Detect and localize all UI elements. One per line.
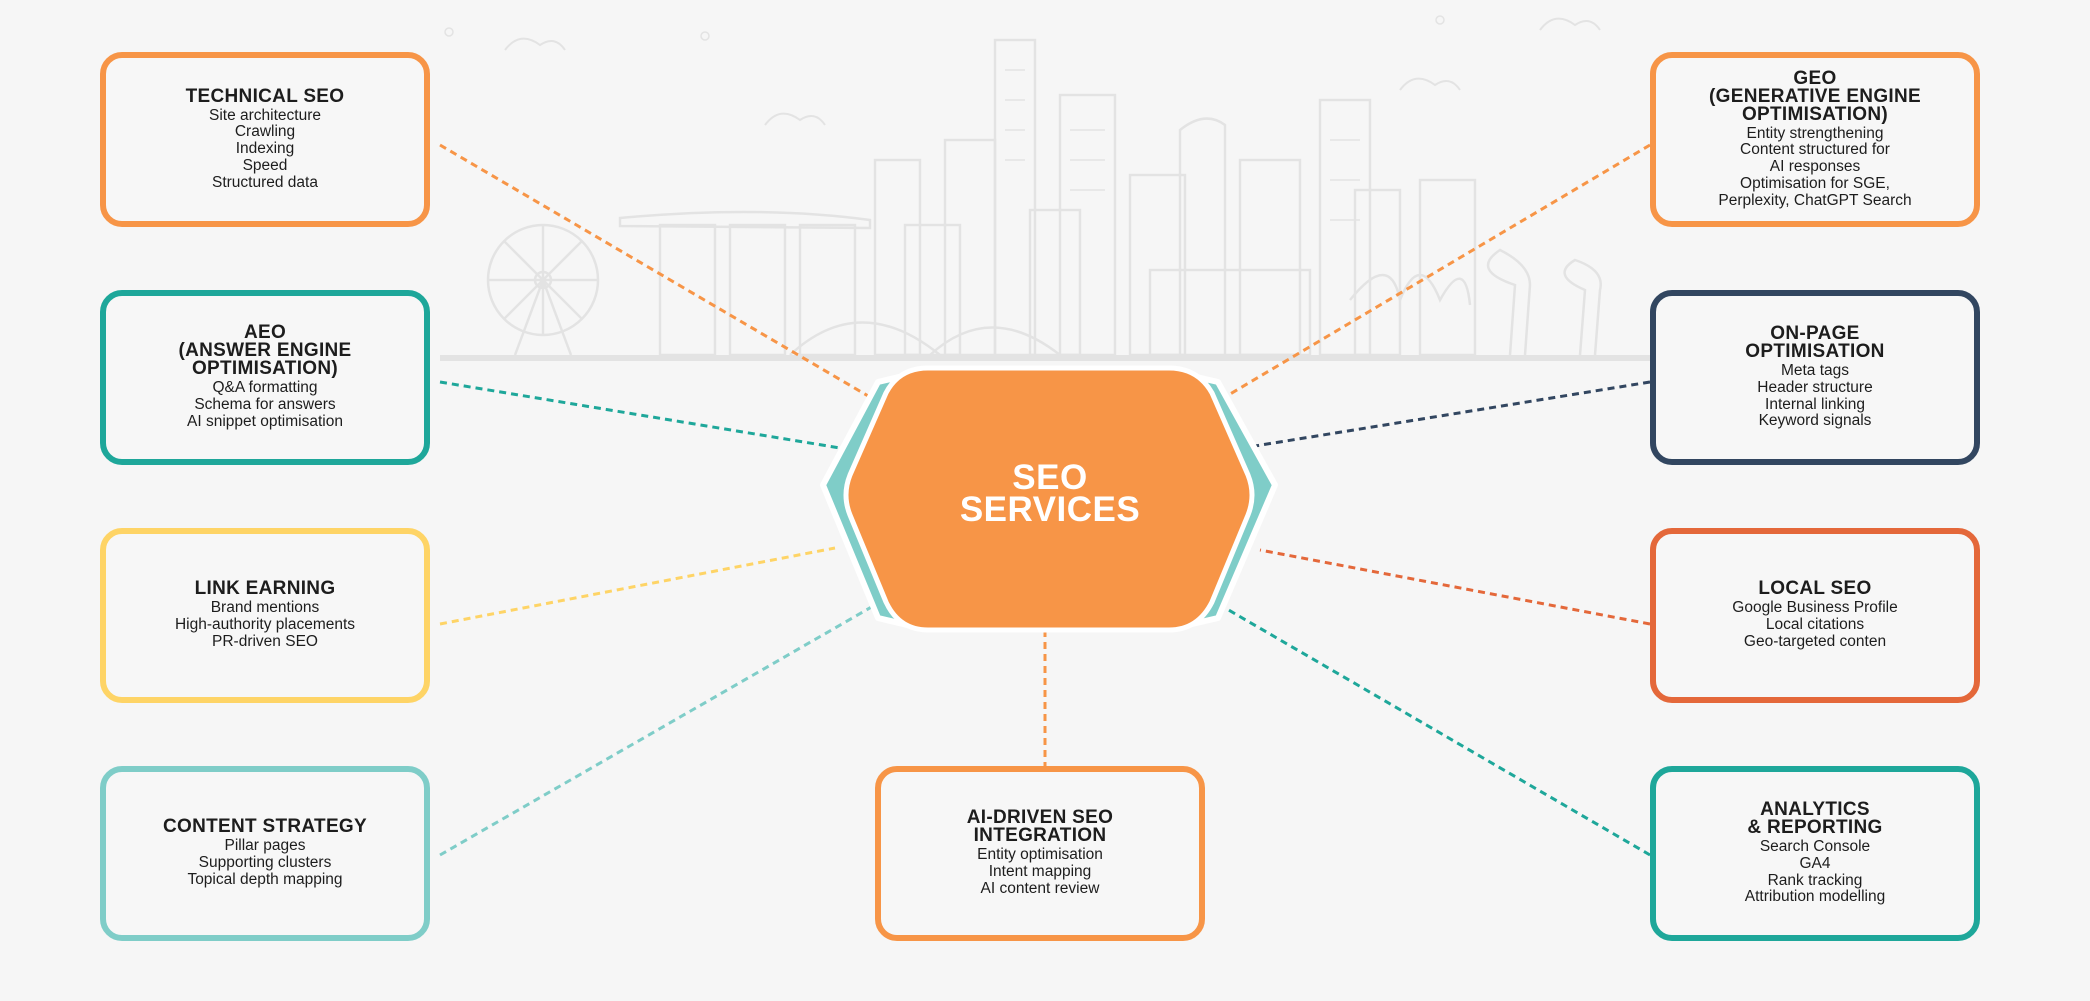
card-aeo: AEO (ANSWER ENGINE OPTIMISATION) Q&A for… — [100, 290, 430, 465]
card-title: AI-DRIVEN SEO INTEGRATION — [966, 807, 1114, 847]
card-title: GEO (GENERATIVE ENGINE OPTIMISATION) — [1709, 67, 1921, 125]
connector-geo — [1219, 143, 1651, 402]
card-technical-seo: TECHNICAL SEO Site architecture Crawling… — [100, 52, 430, 227]
card-item: Header structure — [1757, 378, 1873, 396]
card-item: Rank tracking — [1767, 871, 1863, 889]
hub-title-line1: SEO — [1012, 458, 1088, 497]
card-item: AI responses — [1769, 158, 1861, 176]
card-item: Intent mapping — [988, 863, 1092, 881]
card-item: Supporting clusters — [198, 854, 332, 872]
hub-title: SEO SERVICES — [900, 458, 1200, 529]
card-geo: GEO (GENERATIVE ENGINE OPTIMISATION) Ent… — [1650, 52, 1980, 227]
card-item: High-authority placements — [174, 616, 356, 634]
connector-aeo — [439, 380, 841, 450]
hub-title-line2: SERVICES — [959, 490, 1141, 529]
card-title: ON-PAGE OPTIMISATION — [1745, 323, 1885, 363]
card-on-page-optimisation: ON-PAGE OPTIMISATION Meta tags Header st… — [1650, 290, 1980, 465]
card-content-strategy: CONTENT STRATEGY Pillar pages Supporting… — [100, 766, 430, 941]
card-items: Search Console GA4 Rank tracking Attribu… — [1744, 838, 1886, 906]
city-skyline-illustration — [440, 15, 1650, 361]
card-ai-driven-seo: AI-DRIVEN SEO INTEGRATION Entity optimis… — [875, 766, 1205, 941]
card-items: Meta tags Header structure Internal link… — [1757, 362, 1873, 430]
card-item: Meta tags — [1780, 362, 1850, 380]
card-items: Google Business Profile Local citations … — [1732, 600, 1897, 650]
ferris-wheel-icon — [486, 223, 600, 356]
connector-content-strategy — [439, 603, 876, 857]
card-title: LOCAL SEO — [1758, 578, 1872, 600]
card-item: Topical depth mapping — [187, 870, 343, 888]
card-title: CONTENT STRATEGY — [163, 816, 367, 838]
card-item: Geo-targeted conten — [1743, 632, 1887, 650]
card-title: AEO (ANSWER ENGINE OPTIMISATION) — [178, 322, 352, 380]
hub-hexagon — [820, 365, 1278, 633]
card-item: Entity strengthening — [1746, 124, 1884, 142]
card-item: Crawling — [234, 123, 296, 141]
card-items: Q&A formatting Schema for answers AI sni… — [187, 380, 343, 430]
card-item: Entity optimisation — [977, 846, 1103, 864]
card-item: Optimisation for SGE, — [1740, 174, 1890, 192]
connector-local-seo — [1259, 548, 1651, 626]
connector-analytics — [1219, 603, 1651, 857]
card-title: TECHNICAL SEO — [185, 85, 345, 107]
card-item: Keyword signals — [1758, 412, 1872, 430]
card-item: Content structured for — [1740, 141, 1890, 159]
card-item: GA4 — [1799, 854, 1831, 872]
card-item: Attribution modelling — [1744, 888, 1886, 906]
card-item: Internal linking — [1765, 395, 1865, 413]
card-analytics-reporting: ANALYTICS & REPORTING Search Console GA4… — [1650, 766, 1980, 941]
card-title: ANALYTICS & REPORTING — [1747, 799, 1883, 839]
card-item: Indexing — [235, 140, 295, 158]
card-item: Schema for answers — [194, 396, 336, 414]
card-item: AI snippet optimisation — [187, 412, 343, 430]
card-items: Brand mentions High-authority placements… — [175, 600, 355, 650]
card-item: Perplexity, ChatGPT Search — [1718, 191, 1912, 209]
connector-technical-seo — [439, 143, 876, 402]
card-item: Brand mentions — [210, 599, 320, 617]
card-item: Structured data — [212, 173, 318, 191]
card-item: Speed — [242, 156, 288, 174]
card-local-seo: LOCAL SEO Google Business Profile Local … — [1650, 528, 1980, 703]
hub-orange-shape — [843, 365, 1255, 633]
card-item: Pillar pages — [224, 837, 306, 855]
hotel-towers-icon — [618, 210, 872, 357]
card-link-earning: LINK EARNING Brand mentions High-authori… — [100, 528, 430, 703]
card-item: Site architecture — [209, 106, 321, 124]
card-title: LINK EARNING — [194, 578, 336, 600]
connector-link-earning — [439, 546, 836, 626]
card-item: Google Business Profile — [1732, 599, 1898, 617]
card-item: Search Console — [1759, 838, 1871, 856]
connector-on-page — [1254, 380, 1651, 448]
card-item: Q&A formatting — [212, 379, 318, 397]
card-items: Entity strengthening Content structured … — [1718, 124, 1912, 210]
card-item: Local citations — [1765, 616, 1865, 634]
card-item: AI content review — [980, 879, 1100, 897]
connector-lines — [439, 143, 1651, 857]
card-item: PR-driven SEO — [212, 632, 318, 650]
card-items: Pillar pages Supporting clusters Topical… — [187, 838, 342, 888]
card-items: Site architecture Crawling Indexing Spee… — [209, 106, 321, 192]
card-items: Entity optimisation Intent mapping AI co… — [977, 847, 1103, 897]
